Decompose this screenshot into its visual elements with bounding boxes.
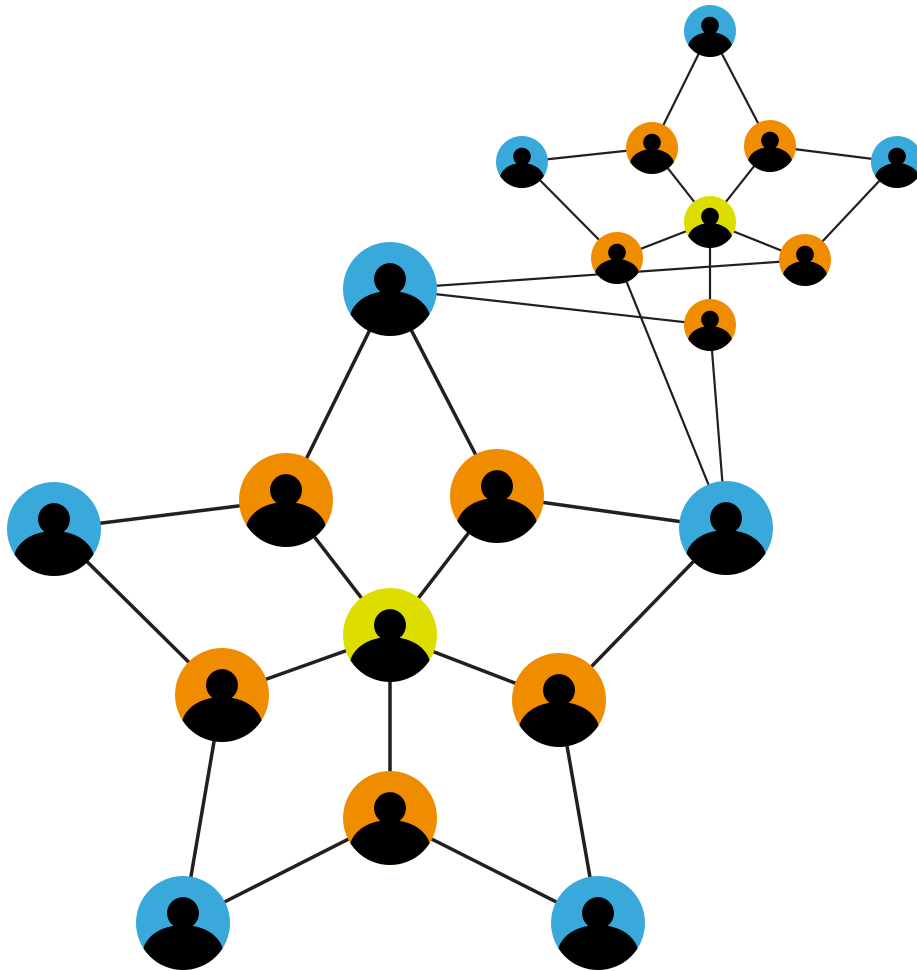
node-connector-S2 [744,120,796,172]
person-head [761,131,779,150]
link-S4-L6 [388,287,712,327]
person-head [374,792,406,825]
person-head [701,16,719,35]
node-outer-L7 [679,481,773,575]
node-outer-L8 [551,876,645,970]
person-head [513,147,531,166]
node-connector-L3 [512,653,606,747]
node-outer-L9 [136,876,230,970]
node-outer-S6 [684,5,736,57]
person-head [710,502,742,535]
person-head [374,263,406,296]
node-outer-L6 [343,242,437,336]
person-head [270,474,302,507]
node-hub-S0 [684,196,736,248]
person-body [747,147,793,172]
person-body [629,149,675,174]
node-connector-S4 [684,299,736,351]
person-body [349,819,431,865]
nodes-layer [7,5,917,970]
node-connector-L5 [175,648,269,742]
person-head [206,669,238,702]
person-head [888,147,906,166]
person-head [701,207,719,226]
person-head [582,897,614,930]
person-body [456,497,538,543]
person-head [796,245,814,264]
node-connector-S3 [779,234,831,286]
node-outer-L10 [7,482,101,576]
link-S5-L7 [615,256,728,530]
person-body [13,530,95,576]
person-head [701,310,719,329]
person-body [594,259,640,284]
person-head [38,503,70,536]
person-body [782,261,828,286]
person-head [374,609,406,642]
person-body [518,701,600,747]
node-outer-S7 [871,136,917,188]
person-head [608,243,626,262]
person-head [167,897,199,930]
person-head [543,674,575,707]
person-head [481,470,513,503]
person-body [685,529,767,575]
node-hub-L0 [343,588,437,682]
person-body [245,501,327,547]
person-body [687,326,733,351]
node-connector-L4 [343,771,437,865]
node-outer-S10 [496,136,548,188]
node-connector-S5 [591,232,643,284]
person-body [181,696,263,742]
person-body [499,163,545,188]
person-head [643,133,661,152]
